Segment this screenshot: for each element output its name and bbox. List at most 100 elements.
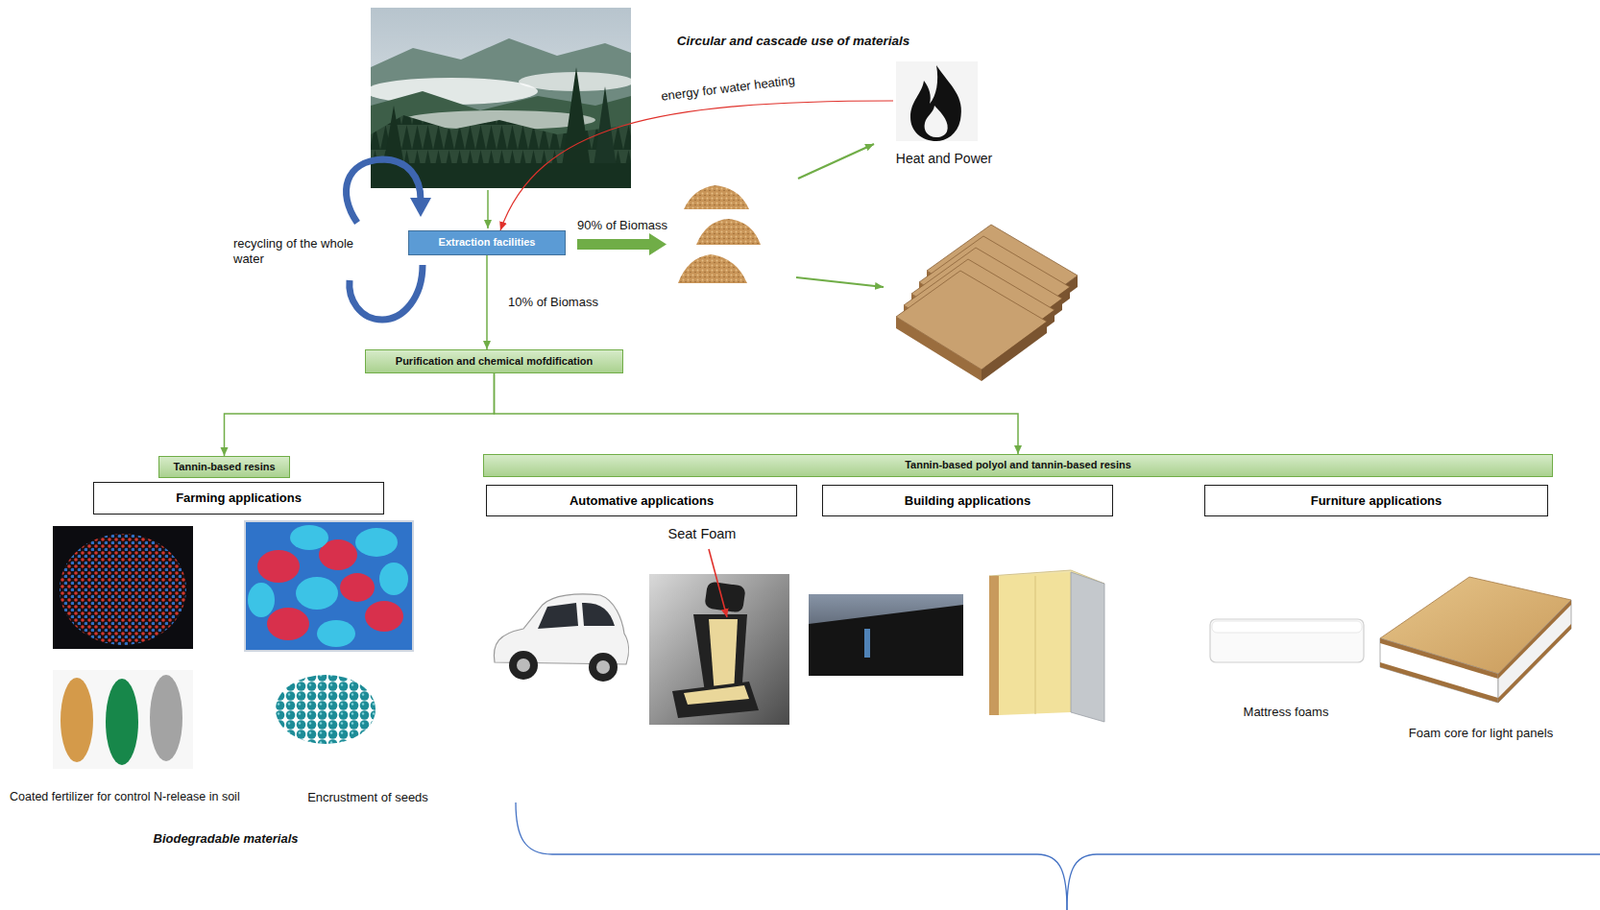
node-text: Tannin-based resins bbox=[172, 460, 275, 474]
flow-connector bbox=[224, 373, 495, 457]
category-band: Tannin-based polyol and tannin-based res… bbox=[483, 454, 1553, 478]
icon-node: Heat and Power bbox=[893, 59, 995, 168]
sandwich-panel-part bbox=[1035, 576, 1037, 715]
capsule-photo-part bbox=[355, 528, 398, 558]
flow-label: 90% of Biomass bbox=[577, 218, 668, 234]
flame-icon-part bbox=[910, 65, 962, 142]
mattress-illustration bbox=[1210, 619, 1364, 663]
brace-part bbox=[515, 802, 1067, 910]
application-box: Building applications bbox=[822, 484, 1114, 517]
board-stack-part bbox=[896, 0, 1381, 382]
light-panel-part bbox=[1380, 577, 1572, 675]
sandwich-panel-part bbox=[989, 570, 1105, 590]
recycling-arrows-part bbox=[410, 197, 432, 218]
forest-photo-part bbox=[370, 115, 631, 189]
edge-label: 10% of Biomass bbox=[506, 294, 601, 311]
capsule-photo-part bbox=[295, 577, 339, 610]
board-stack-part bbox=[926, 0, 1411, 336]
building-photo-part bbox=[808, 605, 964, 677]
light-panel-part bbox=[1380, 638, 1499, 704]
granule-photo-part bbox=[149, 675, 183, 762]
forest-photo-part bbox=[379, 105, 409, 189]
capsule-photo-part bbox=[339, 573, 375, 603]
caption-label: Mattress foams bbox=[1243, 704, 1330, 721]
fertilizer-photo-part bbox=[59, 533, 187, 646]
flow-arrows-part bbox=[798, 144, 874, 179]
car-illustration-part bbox=[581, 603, 615, 627]
brace bbox=[515, 802, 1600, 910]
mattress-illustration-part bbox=[1210, 619, 1364, 663]
flow-connector bbox=[485, 255, 488, 350]
flame-icon-part bbox=[924, 105, 948, 138]
forest-photo bbox=[364, 7, 634, 189]
callout-label: Seat Foam bbox=[668, 526, 737, 544]
mattress-illustration-part bbox=[1212, 621, 1362, 633]
recycling-arrows-part bbox=[345, 159, 421, 223]
forest-photo-part bbox=[590, 86, 620, 189]
board-stack bbox=[896, 0, 1411, 382]
caption-label: Coated fertilizer for control N-release … bbox=[9, 790, 241, 805]
forest-photo-part bbox=[518, 72, 634, 92]
forest-photo-part bbox=[370, 163, 631, 189]
caption-label: Encrustment of seeds bbox=[307, 790, 429, 806]
node-text: Building applications bbox=[904, 493, 1031, 510]
brace-part bbox=[1066, 854, 1600, 910]
capsule-photo-part bbox=[257, 550, 300, 583]
forest-photo-part bbox=[370, 91, 631, 189]
building-photo-part bbox=[808, 594, 964, 677]
category-box: Tannin-based resins bbox=[158, 456, 291, 479]
node-text: Automative applications bbox=[569, 493, 714, 510]
seat-photo bbox=[649, 549, 790, 726]
capsule-photo bbox=[244, 521, 413, 652]
forest-photo-part bbox=[364, 77, 538, 105]
process-box: Purification and chemical mofdification bbox=[364, 349, 624, 374]
node-text: Heat and Power bbox=[896, 150, 993, 168]
node-text: Furniture applications bbox=[1310, 493, 1443, 510]
seat-photo-part bbox=[672, 681, 759, 719]
recycling-arrows-part bbox=[349, 265, 423, 320]
light-panel-part bbox=[1498, 624, 1572, 704]
application-box: Farming applications bbox=[93, 482, 385, 515]
seed-photo-part bbox=[275, 675, 376, 745]
car-illustration-part bbox=[537, 603, 579, 630]
note-label: recycling of the whole water bbox=[233, 236, 370, 267]
seat-photo-part bbox=[693, 614, 748, 700]
car-illustration-part bbox=[509, 651, 538, 680]
light-panel bbox=[1380, 577, 1572, 704]
building-photo-part bbox=[864, 629, 871, 658]
light-panel-part bbox=[1380, 638, 1499, 679]
flow-arrows-part bbox=[796, 277, 884, 288]
car-illustration-part bbox=[493, 594, 629, 665]
seat-photo-part bbox=[649, 574, 790, 726]
flow-connector bbox=[494, 373, 1019, 455]
seat-photo-part bbox=[683, 685, 750, 705]
capsule-photo-part bbox=[266, 607, 310, 641]
flow-arrows-part bbox=[577, 233, 667, 256]
seat-photo-part bbox=[708, 549, 728, 618]
car-illustration bbox=[493, 594, 629, 682]
fertilizer-photo bbox=[52, 526, 194, 650]
flow-arrows-part bbox=[486, 190, 489, 229]
node-text: Farming applications bbox=[175, 490, 302, 507]
sawdust-piles-part bbox=[678, 254, 748, 284]
application-box: Furniture applications bbox=[1204, 484, 1549, 517]
capsule-photo-part bbox=[364, 601, 404, 632]
board-stack-part bbox=[903, 0, 1388, 370]
node-text: Tannin-based polyol and tannin-based res… bbox=[904, 459, 1132, 472]
capsule-photo-part bbox=[316, 620, 356, 648]
forest-photo-part bbox=[558, 67, 594, 189]
car-illustration-part bbox=[516, 658, 531, 673]
building-photo bbox=[808, 594, 964, 677]
capsule-photo-part bbox=[244, 521, 413, 652]
capsule-photo-part bbox=[290, 525, 329, 551]
granule-photo bbox=[52, 670, 194, 770]
car-illustration-part bbox=[596, 660, 610, 675]
light-panel-part bbox=[1498, 600, 1572, 679]
node-text: Purification and chemical mofdification bbox=[395, 355, 593, 368]
group-label: Biodegradable materials bbox=[153, 831, 299, 848]
capsule-photo-part bbox=[379, 562, 409, 596]
sandwich-panel-part bbox=[1070, 572, 1105, 723]
granule-photo-part bbox=[52, 670, 194, 770]
sandwich-panel-part bbox=[998, 572, 1071, 716]
